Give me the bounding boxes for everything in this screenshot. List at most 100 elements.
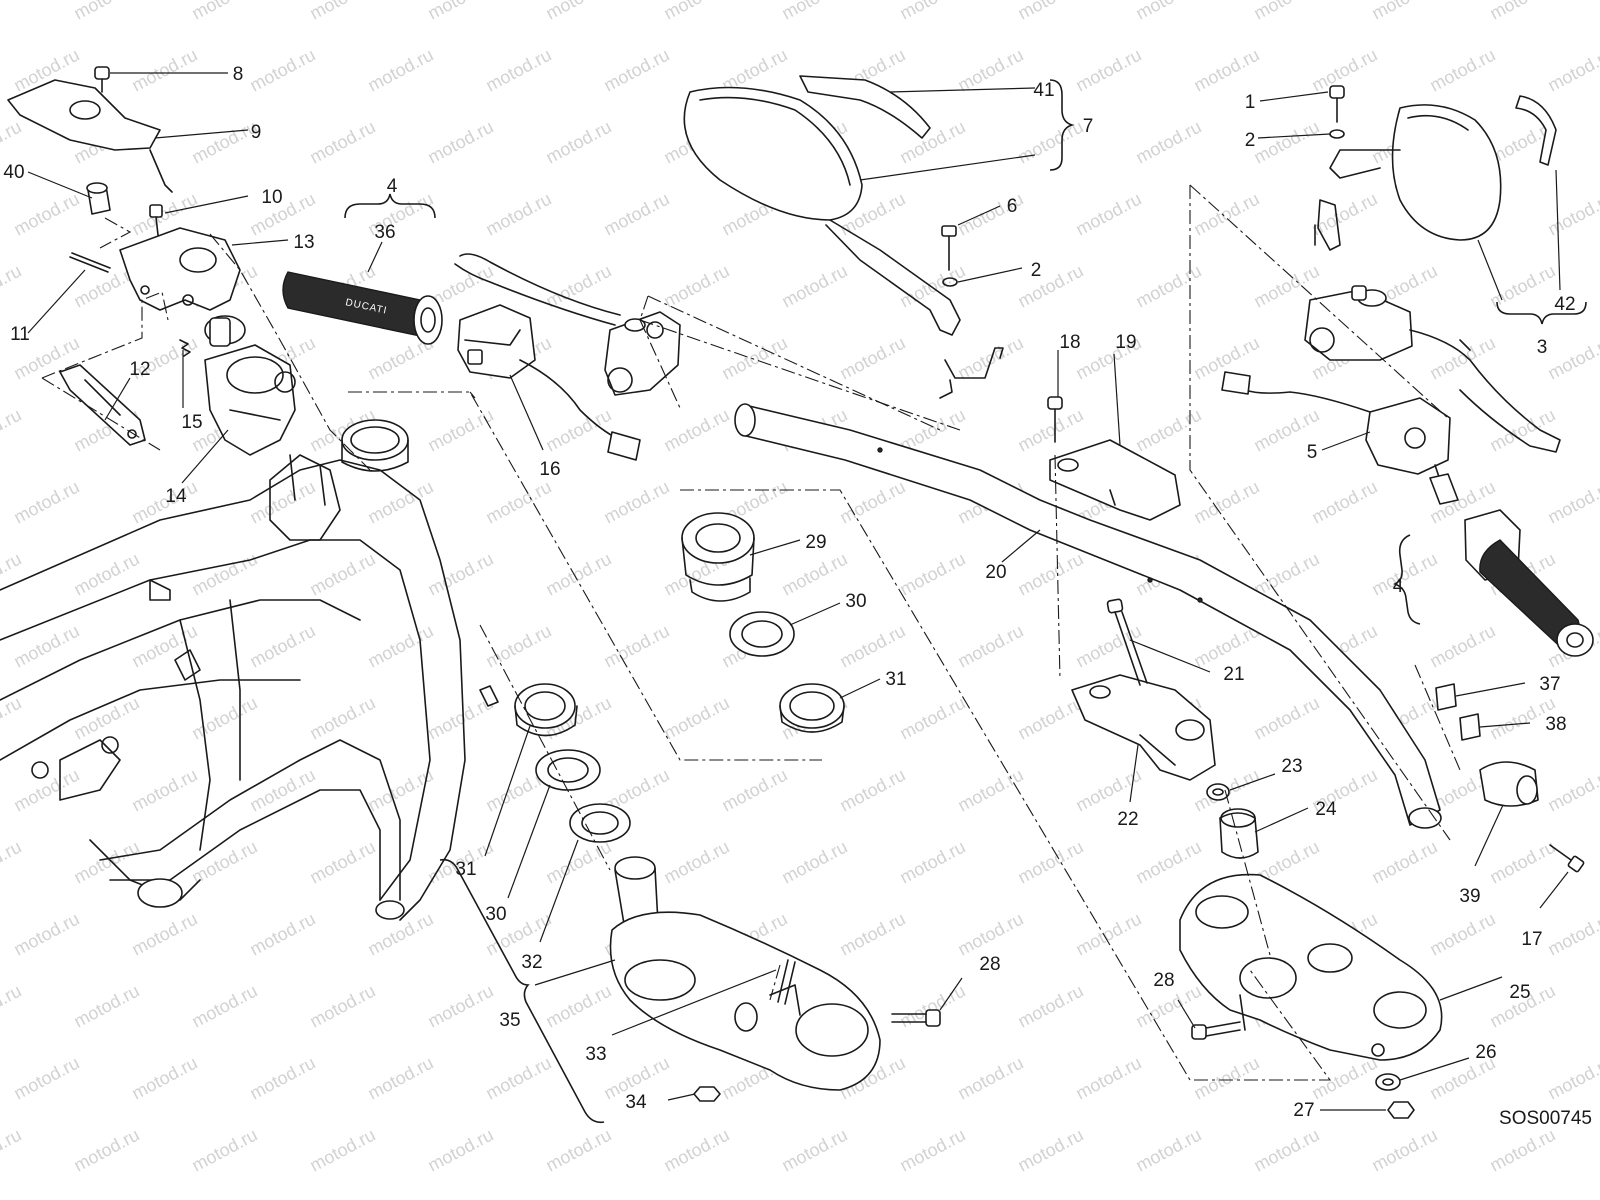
callout-29: 29 (805, 532, 826, 553)
watermark-text: motod.ru (1544, 909, 1600, 960)
watermark-text: motod.ru (364, 765, 436, 816)
brake-lever (1304, 285, 1561, 453)
nut-29 (681, 512, 755, 602)
watermark-text: motod.ru (364, 621, 436, 672)
mirror-bracket-left (939, 347, 1004, 399)
watermark-text: motod.ru (954, 1197, 1026, 1200)
callout-8: 8 (233, 64, 244, 85)
key-shield-9 (7, 79, 173, 193)
watermark-text: motod.ru (424, 1125, 496, 1176)
callout-7: 7 (1083, 116, 1094, 137)
riser-22 (1071, 674, 1216, 781)
callout-2-left: 2 (1031, 260, 1042, 281)
left-switch-16 (457, 304, 641, 461)
watermark-text: motod.ru (128, 45, 200, 96)
watermark-text: motod.ru (660, 693, 732, 744)
mirror-bracket-right (1314, 199, 1341, 251)
callout-9: 9 (251, 122, 262, 143)
watermark-text: motod.ru (364, 1197, 436, 1200)
mirror-cover-41 (799, 75, 931, 139)
watermark-text: motod.ru (896, 837, 968, 888)
watermark-text: motod.ru (660, 0, 732, 24)
frame (0, 454, 466, 921)
watermark-text: motod.ru (0, 981, 25, 1032)
callout-25: 25 (1509, 982, 1530, 1003)
watermark-text: motod.ru (1544, 1053, 1600, 1104)
nut-34 (693, 1086, 721, 1102)
watermark-text: motod.ru (0, 837, 25, 888)
callout-33: 33 (585, 1044, 606, 1065)
brace-4-right (1393, 534, 1421, 625)
pin-33 (777, 959, 796, 1005)
assembly-lines (41, 184, 1461, 1081)
screw-18 (1047, 396, 1063, 443)
watermark-text: motod.ru (778, 261, 850, 312)
watermark-text: motod.ru (188, 981, 260, 1032)
watermark-text: motod.ru (1544, 765, 1600, 816)
watermark-text: motod.ru (128, 909, 200, 960)
rubber-bush-40 (86, 182, 111, 215)
brace-35 (439, 858, 605, 1124)
watermark-text: motod.ru (10, 765, 82, 816)
watermark-text: motod.ru (306, 981, 378, 1032)
callout-1: 1 (1245, 92, 1256, 113)
watermark-text: motod.ru (1014, 837, 1086, 888)
callout-37: 37 (1539, 674, 1560, 695)
callout-11: 11 (10, 324, 30, 345)
watermark-text: motod.ru (1190, 1197, 1262, 1200)
watermark-text: motod.ru (718, 765, 790, 816)
watermark-text: motod.ru (1544, 333, 1600, 384)
watermark-text: motod.ru (424, 549, 496, 600)
watermark-text: motod.ru (128, 1197, 200, 1200)
watermark-text: motod.ru (306, 1125, 378, 1176)
bolt-21 (1106, 598, 1148, 686)
watermark-text: motod.ru (482, 621, 554, 672)
watermark-text: motod.ru (660, 261, 732, 312)
watermark-text: motod.ru (70, 549, 142, 600)
watermark-text: motod.ru (128, 765, 200, 816)
callout-3: 3 (1537, 337, 1548, 358)
watermark-text: motod.ru (1014, 981, 1086, 1032)
watermark-text: motod.ru (1014, 0, 1086, 24)
watermark-text: motod.ru (482, 45, 554, 96)
watermark-text: motod.ru (128, 1053, 200, 1104)
watermark-text: motod.ru (896, 1125, 968, 1176)
watermark-text: motod.ru (1486, 0, 1558, 24)
callout-27: 27 (1293, 1100, 1314, 1121)
watermark-text: motod.ru (188, 0, 260, 24)
watermark-text: motod.ru (1308, 477, 1380, 528)
mirror-right (1329, 104, 1502, 241)
callout-42: 42 (1554, 294, 1575, 315)
watermark-text: motod.ru (306, 117, 378, 168)
watermark-text: motod.ru (10, 1053, 82, 1104)
callout-31-upper: 31 (885, 669, 906, 690)
watermark-text: motod.ru (1426, 333, 1498, 384)
watermark-text: motod.ru (0, 117, 25, 168)
brace-7 (1049, 79, 1075, 171)
watermark-text: motod.ru (306, 837, 378, 888)
watermark-text: motod.ru (660, 1125, 732, 1176)
watermark-text: motod.ru (246, 1197, 318, 1200)
watermark-text: motod.ru (718, 1197, 790, 1200)
watermark-text: motod.ru (954, 765, 1026, 816)
mirror-cover-42 (1515, 95, 1557, 166)
callout-34: 34 (625, 1092, 647, 1113)
watermark-text: motod.ru (836, 333, 908, 384)
watermark-text: motod.ru (1190, 45, 1262, 96)
callout-21: 21 (1223, 664, 1244, 685)
bar-end-parts (1435, 683, 1585, 873)
watermark-text: motod.ru (778, 1125, 850, 1176)
watermark-text: motod.ru (896, 0, 968, 24)
watermark-text: motod.ru (1072, 189, 1144, 240)
watermark-text: motod.ru (896, 261, 968, 312)
watermark-text: motod.ru (306, 549, 378, 600)
watermark-text: motod.ru (836, 621, 908, 672)
seal-30-upper (729, 611, 795, 657)
callout-14: 14 (165, 486, 187, 507)
watermark-text: motod.ru (778, 0, 850, 24)
callout-4-right: 4 (1393, 576, 1404, 597)
watermark-text: motod.ru (1014, 549, 1086, 600)
watermark-text: motod.ru (0, 405, 25, 456)
watermark-text: motod.ru (600, 477, 672, 528)
